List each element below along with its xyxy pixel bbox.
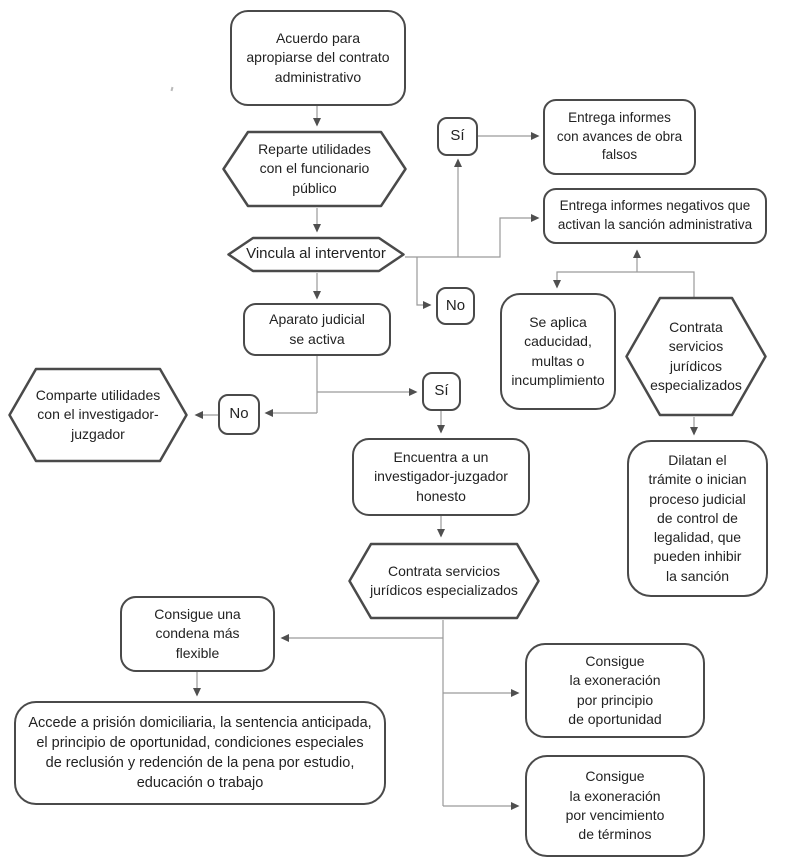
node-vincula-label: Vincula al interventor xyxy=(246,245,386,263)
node-dilatan-label: Dilatan el trámite o inician proceso jud… xyxy=(648,451,747,584)
node-exo-terminos-label: Consigue la exoneración por vencimiento … xyxy=(565,768,665,843)
node-si-mid-label: Sí xyxy=(434,382,449,400)
node-contrata-center-label: Contrata servicios jurídicos especializa… xyxy=(370,562,518,598)
node-si-top-label: Sí xyxy=(450,127,465,145)
node-entrega-negativos: Entrega informes negativos que activan l… xyxy=(543,188,767,244)
node-contrata-right: Contrata servicios jurídicos especializa… xyxy=(625,296,767,417)
node-reparte-label: Reparte utilidades con el funcionario pú… xyxy=(258,141,371,196)
hexagon-shape xyxy=(8,367,188,463)
node-no-left-label: No xyxy=(229,405,249,423)
node-comparte-label: Comparte utilidades con el investigador-… xyxy=(35,387,161,442)
edge-vincula-negativos xyxy=(405,214,540,258)
node-si-top: Sí xyxy=(437,117,478,156)
hexagon-shape xyxy=(348,542,540,620)
node-se-aplica-label: Se aplica caducidad, multas o incumplimi… xyxy=(511,313,605,388)
node-entrega-negativos-label: Entrega informes negativos que activan l… xyxy=(557,198,753,232)
edge-loop-seaplica xyxy=(553,271,695,297)
node-no-right: No xyxy=(436,287,475,325)
node-contrata-center: Contrata servicios jurídicos especializa… xyxy=(348,542,540,620)
node-si-mid: Sí xyxy=(422,372,461,411)
node-dilatan: Dilatan el trámite o inician proceso jud… xyxy=(627,440,768,597)
node-accede: Accede a prisión domiciliaria, la senten… xyxy=(14,701,386,805)
node-no-right-label: No xyxy=(445,296,466,314)
hexagon-shape xyxy=(625,296,767,417)
node-encuentra: Encuentra a un investigador-juzgador hon… xyxy=(352,438,530,516)
node-condena-label: Consigue una condena más flexible xyxy=(154,606,241,661)
node-condena: Consigue una condena más flexible xyxy=(120,596,275,672)
node-comparte: Comparte utilidades con el investigador-… xyxy=(8,367,188,463)
node-acuerdo-label: Acuerdo para apropiarse del contrato adm… xyxy=(246,30,390,85)
node-exo-oportunidad: Consigue la exoneración por principio de… xyxy=(525,643,705,738)
node-no-left: No xyxy=(218,394,260,435)
node-entrega-falsos: Entrega informes con avances de obra fal… xyxy=(543,99,696,175)
edge-vincula-no-right xyxy=(416,257,432,309)
node-reparte: Reparte utilidades con el funcionario pú… xyxy=(222,130,407,208)
node-exo-terminos: Consigue la exoneración por vencimiento … xyxy=(525,755,705,857)
node-entrega-falsos-label: Entrega informes con avances de obra fal… xyxy=(556,110,683,163)
node-vincula: Vincula al interventor xyxy=(227,236,405,273)
node-contrata-right-label: Contrata servicios jurídicos especializa… xyxy=(650,318,742,393)
node-accede-label: Accede a prisión domiciliaria, la senten… xyxy=(28,715,372,791)
node-encuentra-label: Encuentra a un investigador-juzgador hon… xyxy=(374,449,508,504)
node-aparato-label: Aparato judicial se activa xyxy=(269,311,365,347)
hexagon-shape xyxy=(222,130,407,208)
node-exo-oportunidad-label: Consigue la exoneración por principio de… xyxy=(568,652,662,727)
node-aparato: Aparato judicial se activa xyxy=(243,303,391,356)
node-se-aplica: Se aplica caducidad, multas o incumplimi… xyxy=(500,293,616,410)
hexagon-shape xyxy=(227,236,405,273)
node-acuerdo: Acuerdo para apropiarse del contrato adm… xyxy=(230,10,406,106)
